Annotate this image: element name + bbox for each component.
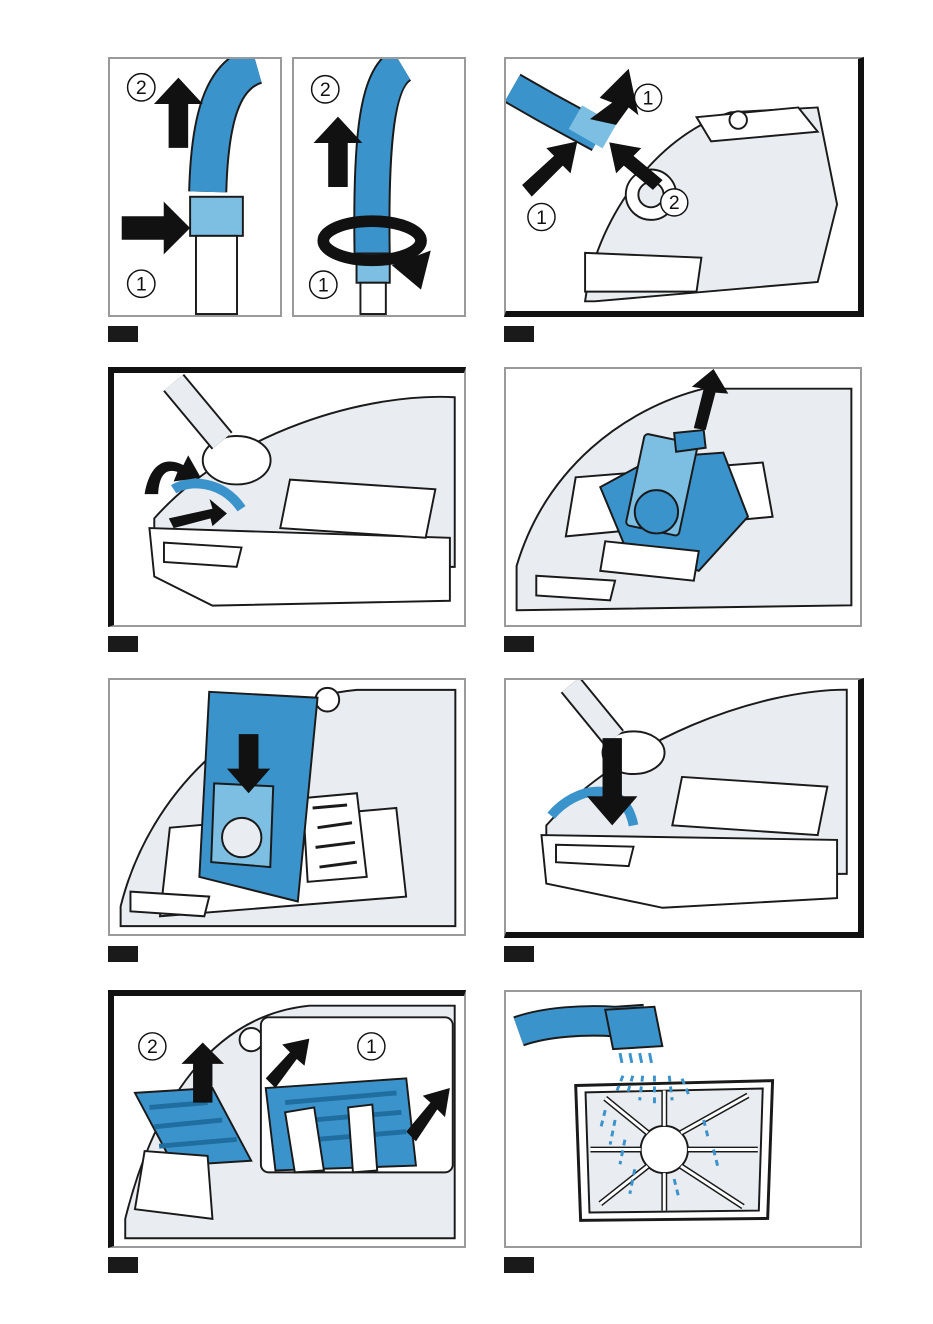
faucet-icon — [605, 1007, 662, 1049]
panel-remove-holder — [504, 367, 862, 627]
panel-hose-remove-b: 2 1 — [292, 57, 466, 317]
arrow-right-icon — [122, 202, 190, 255]
figure-tag — [108, 1257, 138, 1273]
figure-tag — [504, 326, 534, 342]
step-number-2: 2 — [147, 1036, 158, 1058]
figure-tag — [108, 326, 138, 342]
arrow-icon — [522, 141, 577, 196]
open-lid-illustration — [114, 373, 464, 625]
figure-tag — [108, 946, 138, 962]
step-number-2: 2 — [136, 77, 147, 99]
panel-close-lid — [504, 678, 864, 938]
arrow-icon — [590, 69, 638, 125]
step-number-1: 1 — [136, 274, 147, 296]
step-number-1: 1 — [536, 207, 547, 229]
remove-holder-illustration — [506, 369, 860, 625]
hose-remove-illustration-a: 2 1 — [110, 59, 280, 315]
figure-tag — [504, 1257, 534, 1273]
step-number-2: 2 — [320, 79, 331, 101]
panel-remove-filter: 2 1 — [108, 990, 466, 1248]
insert-bag-illustration — [110, 680, 464, 934]
figure-tag — [504, 636, 534, 652]
close-lid-illustration — [506, 680, 858, 932]
step-number-1: 1 — [366, 1036, 377, 1058]
hose-detach-illustration: 1 2 1 — [506, 59, 858, 311]
figure-tag — [108, 636, 138, 652]
rinse-filter-illustration — [506, 992, 860, 1246]
step-number-2: 2 — [669, 192, 680, 214]
panel-hose-remove-a: 2 1 — [108, 57, 282, 317]
panel-insert-bag — [108, 678, 466, 936]
figure-tag — [504, 946, 534, 962]
panel-hose-detach: 1 2 1 — [504, 57, 864, 317]
panel-open-lid — [108, 367, 466, 627]
step-number-1: 1 — [318, 275, 329, 297]
hose-remove-illustration-b: 2 1 — [294, 59, 464, 315]
step-number-1: 1 — [643, 88, 654, 110]
panel-rinse-filter — [504, 990, 862, 1248]
remove-filter-illustration: 2 1 — [114, 996, 464, 1246]
